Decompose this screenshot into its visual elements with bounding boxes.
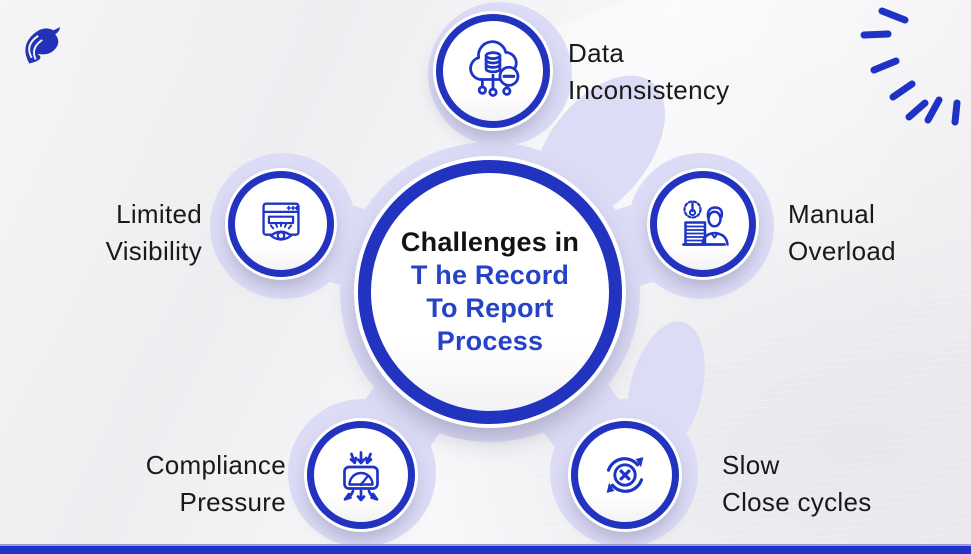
manual-overload-circle bbox=[650, 171, 756, 277]
center-topic-circle: Challenges in T he Record To Report Proc… bbox=[358, 160, 622, 424]
label-slow-close-cycles: Slow Close cycles bbox=[722, 450, 872, 517]
slow-close-cycles-circle bbox=[571, 421, 679, 529]
label-limited-visibility: Limited Visibility bbox=[105, 199, 202, 266]
center-title-line1: Challenges in bbox=[400, 227, 580, 257]
data-inconsistency-circle bbox=[436, 14, 550, 128]
browser-eye-icon bbox=[262, 202, 300, 241]
person-documents-icon bbox=[682, 200, 729, 246]
label-manual-overload: Manual Overload bbox=[788, 199, 896, 266]
bottom-accent-bar bbox=[0, 544, 971, 554]
cloud-database-minus-icon bbox=[469, 40, 520, 97]
limited-visibility-circle bbox=[228, 171, 334, 277]
center-title-line2: T he Record bbox=[410, 260, 570, 290]
label-compliance-pressure: Compliance Pressure bbox=[145, 450, 286, 517]
phoenix-logo-icon bbox=[25, 26, 61, 64]
pressure-gauge-icon bbox=[343, 451, 379, 502]
sync-error-icon bbox=[606, 457, 644, 493]
compliance-pressure-circle bbox=[307, 421, 415, 529]
center-title-line3: To Report Process bbox=[426, 293, 554, 356]
label-data-inconsistency: Data Inconsistency bbox=[568, 38, 730, 105]
